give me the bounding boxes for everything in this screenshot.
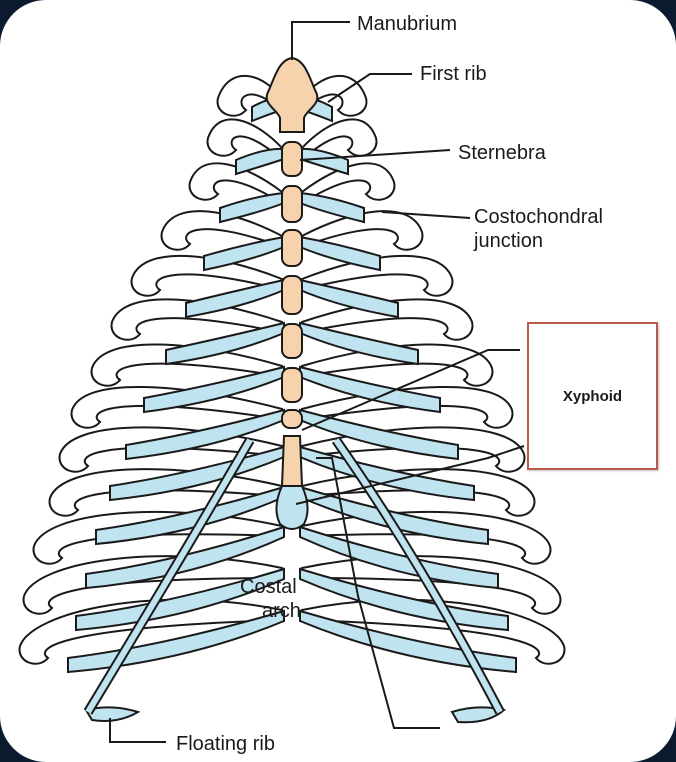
costal-arch-left (85, 438, 253, 714)
manubrium-bone (265, 56, 319, 133)
manubrium-label: Manubrium (357, 13, 458, 35)
floating-rib-leader (109, 718, 166, 743)
floating-rib-left (84, 706, 141, 722)
xyphoid-leader-lower (295, 445, 525, 505)
cartilage-5-left (185, 278, 285, 319)
cartilage-6-left (165, 321, 285, 366)
first-rib-leader (327, 73, 412, 103)
rib-2-right (300, 118, 378, 160)
cartilage-3-left (219, 191, 285, 224)
floating-rib-label: Floating rib (176, 733, 275, 755)
costal-arch-label-line2: arch (262, 600, 301, 622)
rib-2-left (206, 118, 284, 160)
rib-7-right (300, 343, 494, 387)
sternebra-4 (281, 275, 303, 315)
cartilage-12-right (299, 567, 509, 632)
costochondral-label-line2: junction (474, 230, 543, 252)
cartilage-2-left (235, 147, 285, 176)
sternebra-5 (281, 323, 303, 359)
sternum-group (265, 56, 319, 530)
rib-1-left (216, 74, 284, 117)
floating-rib-right (450, 706, 507, 724)
costal-arch-right (333, 438, 503, 714)
costal-arch-label-line1: Costal (240, 576, 297, 598)
sternebra-label: Sternebra (458, 142, 546, 164)
cartilage-9-right (299, 445, 475, 502)
xyphoid-cartilage (275, 485, 309, 530)
sternebra-7 (281, 409, 303, 429)
cartilage-5-right (299, 278, 399, 319)
rib-1-right (300, 74, 368, 117)
costal-arch-leader (316, 457, 440, 729)
rib-6-left (110, 298, 284, 341)
xyphoid-leader-upper (301, 349, 520, 431)
xyphoid-label: Xyphoid (562, 387, 623, 405)
cartilage-7-left (143, 365, 285, 414)
cartilage-6-right (299, 321, 419, 366)
xyphoid-callout-box: Xyphoid (527, 322, 658, 470)
sternebra-3 (281, 229, 303, 267)
cartilage-2-right (299, 147, 349, 176)
cartilage-3-right (299, 191, 365, 224)
cartilage-8-left (125, 408, 285, 461)
cartilage-12-left (75, 567, 285, 632)
costochondral-leader (381, 211, 471, 219)
cartilage-8-right (299, 408, 459, 461)
costal-cartilage-group (67, 97, 517, 724)
sternebra-1 (281, 141, 303, 177)
rib-7-left (90, 343, 284, 387)
leader-lines-group (109, 21, 525, 743)
rib-6-right (300, 298, 474, 341)
rib-8-left (70, 386, 284, 429)
sternebra-2 (281, 185, 303, 223)
xyphoid-process (280, 435, 304, 487)
rib-3-right (300, 162, 396, 204)
cartilage-4-left (203, 235, 285, 272)
manubrium-leader (291, 21, 350, 60)
sternebra-6 (281, 367, 303, 403)
rib-4-left (160, 210, 284, 251)
rib-8-right (300, 386, 514, 429)
cartilage-11-right (299, 525, 499, 590)
costochondral-label-line1: Costochondral (474, 206, 603, 228)
rib-5-left (130, 254, 284, 297)
cartilage-10-right (299, 485, 489, 546)
first-rib-label: First rib (420, 63, 487, 85)
cartilage-7-right (299, 365, 441, 414)
sternebra-leader (299, 149, 451, 161)
cartilage-13-right (299, 609, 517, 674)
rib-3-left (188, 162, 284, 204)
rib-4-right (300, 210, 424, 251)
cartilage-4-right (299, 235, 381, 272)
rib-5-right (300, 254, 454, 297)
